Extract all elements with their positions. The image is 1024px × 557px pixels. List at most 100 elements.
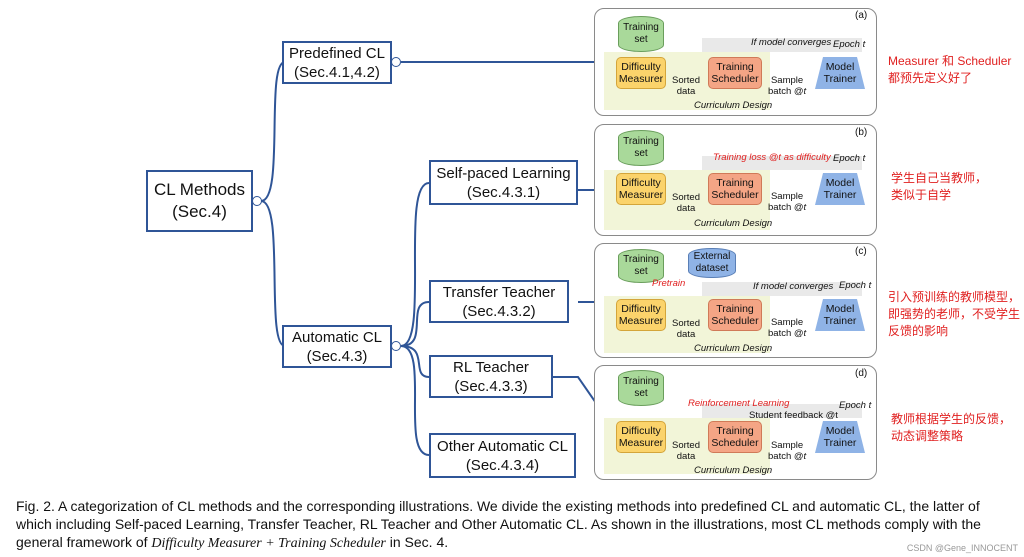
- curriculum-design-c: Curriculum Design: [694, 343, 773, 354]
- dm-d-line2: Measurer: [618, 437, 664, 449]
- sample-b-1: Sample: [770, 191, 804, 202]
- sorted-b-2: data: [676, 203, 696, 214]
- pretrain-label-c: Pretrain: [652, 278, 686, 289]
- training-scheduler-a: Training Scheduler: [708, 57, 762, 89]
- panel-c-tag: (c): [855, 246, 867, 257]
- mt-a-line1: Model: [825, 61, 855, 73]
- mt-d-line2: Trainer: [823, 437, 857, 449]
- trainer-shape-a: [815, 57, 865, 89]
- other-automatic-cl-section: (Sec.4.3.4): [465, 456, 540, 474]
- curriculum-design-d: Curriculum Design: [694, 465, 773, 476]
- epoch-label-d: Epoch t: [839, 400, 871, 411]
- caption-text: Fig. 2. A categorization of CL methods a…: [16, 498, 981, 550]
- training-scheduler-b: Training Scheduler: [708, 173, 762, 205]
- other-automatic-cl-node: Other Automatic CL (Sec.4.3.4): [429, 433, 576, 478]
- training-set-b-line1: Training: [623, 136, 659, 147]
- training-set-a-line2: set: [634, 34, 648, 45]
- epoch-t-a: t: [862, 39, 866, 50]
- predefined-cl-node: Predefined CL (Sec.4.1,4.2): [282, 41, 392, 84]
- watermark: CSDN @Gene_INNOCENT: [906, 543, 1018, 553]
- difficulty-measurer-a: Difficulty Measurer: [616, 57, 666, 89]
- sample-c-t: t: [803, 328, 807, 339]
- sorted-b-1: Sorted: [672, 192, 700, 203]
- panel-b-tag: (b): [855, 127, 868, 138]
- annotation-rl-line2: 动态调整策略: [891, 429, 964, 443]
- annotation-transfer-teacher: 引入预训练的教师模型， 即强势的老师，不受学生 反馈的影响: [888, 289, 1020, 340]
- epoch-bar-b: [702, 156, 862, 170]
- automatic-cl-title: Automatic CL: [291, 328, 383, 346]
- rl-teacher-section: (Sec.4.3.3): [454, 377, 528, 395]
- epoch-label-c: Epoch t: [839, 280, 871, 291]
- caption-tail: in Sec. 4.: [385, 534, 449, 550]
- epoch-t-b: t: [862, 153, 866, 164]
- dm-b-line2: Measurer: [618, 189, 664, 201]
- difficulty-measurer-b: Difficulty Measurer: [616, 173, 666, 205]
- predefined-hub: [391, 57, 401, 67]
- ts-a-line1: Training: [716, 61, 754, 73]
- self-paced-learning-title: Self-paced Learning: [436, 164, 571, 182]
- epoch-text-c: Epoch: [839, 280, 866, 291]
- annotation-self-paced-line2: 类似于自学: [891, 188, 952, 202]
- training-set-a-line1: Training: [623, 22, 659, 33]
- sorted-d-2: data: [676, 451, 696, 462]
- training-set-c-line2: set: [634, 266, 648, 277]
- mt-a-line2: Trainer: [823, 73, 857, 85]
- predefined-cl-section: (Sec.4.1,4.2): [294, 63, 380, 81]
- epoch-text-d: Epoch: [839, 400, 866, 411]
- training-scheduler-d: Training Scheduler: [708, 421, 762, 453]
- difficulty-measurer-c: Difficulty Measurer: [616, 299, 666, 331]
- sample-a-2: batch @: [768, 86, 804, 97]
- training-set-d-line1: Training: [623, 376, 659, 387]
- epoch-text-a: Epoch: [833, 39, 860, 50]
- self-paced-learning-node: Self-paced Learning (Sec.4.3.1): [429, 160, 578, 205]
- training-scheduler-c: Training Scheduler: [708, 299, 762, 331]
- cl-methods-title: CL Methods: [153, 180, 246, 199]
- loop-label-b: Training loss @t as difficulty: [713, 152, 831, 163]
- annotation-transfer-line3: 反馈的影响: [888, 324, 949, 338]
- loop-label-c: If model converges: [753, 281, 834, 292]
- epoch-t-c: t: [868, 280, 872, 291]
- annotation-predefined: Measurer 和 Scheduler 都预先定义好了: [888, 53, 1011, 87]
- transfer-teacher-section: (Sec.4.3.2): [462, 302, 536, 320]
- annotation-rl-teacher: 教师根据学生的反馈， 动态调整策略: [891, 411, 1011, 445]
- sample-c-1: Sample: [770, 317, 804, 328]
- rl-teacher-title: RL Teacher: [453, 358, 529, 376]
- loop-label-a: If model converges: [751, 37, 832, 48]
- loop-label-d: Reinforcement Learning: [688, 398, 790, 409]
- mt-c-line2: Trainer: [823, 315, 857, 327]
- transfer-teacher-title: Transfer Teacher: [442, 283, 556, 301]
- predefined-cl-title: Predefined CL: [289, 44, 385, 62]
- training-set-b: Training set: [618, 130, 664, 166]
- annotation-rl-line1: 教师根据学生的反馈，: [891, 412, 1012, 426]
- epoch-bar-a: [702, 38, 862, 52]
- transfer-teacher-node: Transfer Teacher (Sec.4.3.2): [429, 280, 569, 323]
- annotation-transfer-line1: 引入预训练的教师模型，: [888, 290, 1021, 304]
- annotation-transfer-line2: 即强势的老师，不受学生: [888, 307, 1021, 321]
- training-set-b-line2: set: [634, 148, 648, 159]
- sample-d-1: Sample: [770, 440, 804, 451]
- difficulty-measurer-d: Difficulty Measurer: [616, 421, 666, 453]
- sample-a-t: t: [803, 86, 807, 97]
- training-set-d-line2: set: [634, 388, 648, 399]
- sample-b-t: t: [803, 202, 807, 213]
- sorted-c-1: Sorted: [672, 318, 700, 329]
- external-line1: External: [693, 251, 731, 262]
- sample-d-2: batch @: [768, 451, 804, 462]
- automatic-cl-node: Automatic CL (Sec.4.3): [282, 325, 392, 368]
- epoch-label-a: Epoch t: [833, 39, 865, 50]
- trainer-shape-b: [815, 173, 865, 205]
